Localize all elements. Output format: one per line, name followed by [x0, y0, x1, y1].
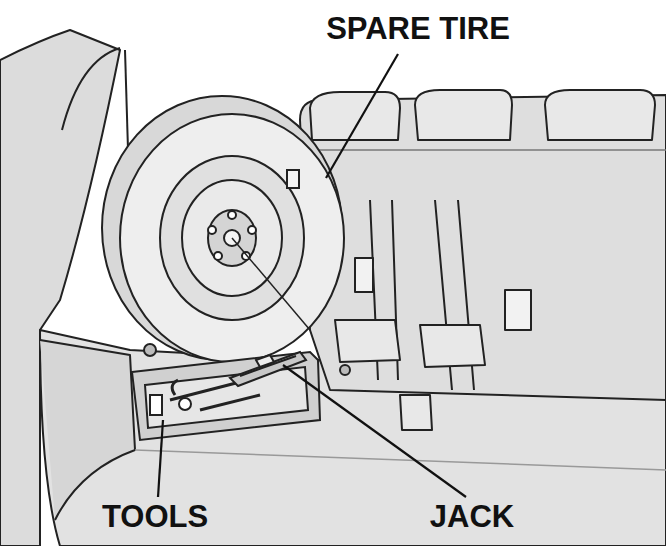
cargo-area — [0, 30, 666, 546]
part-label: SPARE TIRE — [323, 12, 513, 46]
tool-tray — [132, 352, 320, 440]
jack — [230, 352, 306, 386]
part-label: JACK — [427, 500, 517, 534]
part-label: TOOLS — [99, 500, 211, 534]
spare-tire — [102, 96, 344, 362]
leader-lines — [158, 54, 466, 497]
